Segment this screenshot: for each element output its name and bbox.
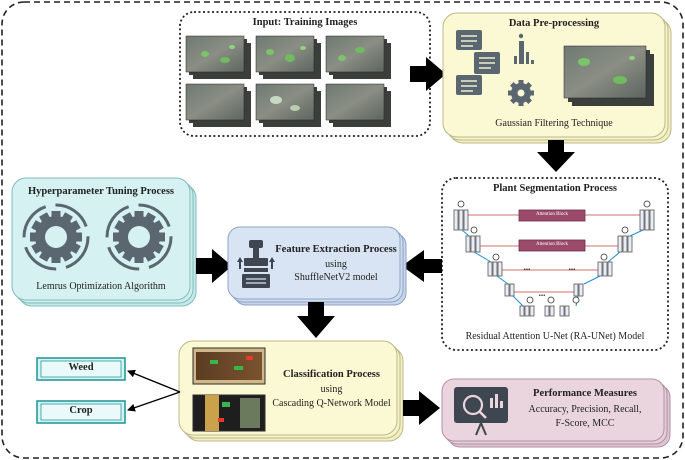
arrow-preprocessing-to-segmentation bbox=[537, 140, 575, 172]
weed-label: Weed bbox=[68, 362, 94, 373]
crop-label: Crop bbox=[69, 405, 93, 416]
arrow-to-crop bbox=[127, 391, 181, 412]
classification-panel bbox=[178, 340, 404, 442]
preprocessing-title: Data Pre-processing bbox=[508, 18, 600, 29]
arrow-feature-to-classification bbox=[297, 302, 335, 338]
filtered-image bbox=[563, 45, 654, 106]
arrow-input-to-preprocessing bbox=[410, 57, 446, 91]
ellipsis-3: ... bbox=[538, 288, 546, 298]
input-panel bbox=[179, 11, 431, 137]
classification-model: Cascading Q-Network Model bbox=[272, 398, 391, 409]
training-image-thumbnails bbox=[185, 35, 391, 127]
analytics-board-icon bbox=[454, 387, 508, 436]
feature-panel bbox=[227, 226, 407, 306]
hyperparameter-title: Hyperparameter Tuning Process bbox=[27, 186, 175, 197]
performance-metrics-line2: F-Score, MCC bbox=[555, 418, 615, 429]
performance-panel bbox=[441, 378, 671, 448]
feature-model: ShuffleNetV2 model bbox=[294, 272, 378, 283]
gear-icon-left bbox=[22, 203, 90, 271]
ellipsis-2: ... bbox=[568, 262, 576, 272]
segmentation-title: Plant Segmentation Process bbox=[492, 183, 618, 194]
gear-icon-small bbox=[508, 80, 534, 106]
bar-chart-icon bbox=[514, 33, 534, 64]
ra-unet-network bbox=[453, 200, 655, 317]
weed-box bbox=[36, 357, 126, 381]
ellipsis-1: ... bbox=[523, 262, 531, 272]
feature-using: using bbox=[325, 259, 347, 270]
attention-block-label-1: Attention Block bbox=[535, 212, 569, 217]
hyperparameter-algorithm: Lemrus Optimization Algorithm bbox=[36, 281, 166, 292]
hyperparameter-panel bbox=[11, 177, 197, 307]
classification-title: Classification Process bbox=[283, 369, 380, 380]
classified-images bbox=[192, 347, 266, 432]
performance-metrics-line1: Accuracy, Precision, Recall, bbox=[528, 404, 642, 415]
document-icons bbox=[456, 30, 500, 95]
segmentation-model: Residual Attention U-Net (RA-UNet) Model bbox=[465, 331, 645, 342]
arrow-to-weed bbox=[127, 369, 181, 393]
arrow-hyperparameter-to-feature bbox=[196, 249, 232, 283]
preprocessing-technique: Gaussian Filtering Technique bbox=[495, 118, 613, 129]
arrow-classification-to-performance bbox=[403, 391, 440, 425]
arrow-segmentation-to-feature bbox=[402, 250, 442, 282]
classification-using: using bbox=[320, 384, 343, 395]
segmentation-panel bbox=[441, 177, 669, 351]
robot-arm-icon bbox=[237, 240, 275, 288]
gear-icon-right bbox=[105, 203, 173, 271]
feature-title: Feature Extraction Process bbox=[275, 244, 397, 255]
input-title: Input: Training Images bbox=[252, 17, 358, 28]
attention-block-label-2: Attention Block bbox=[535, 242, 569, 247]
preprocessing-panel bbox=[442, 12, 672, 144]
crop-box bbox=[36, 400, 126, 424]
performance-title: Performance Measures bbox=[533, 388, 637, 399]
